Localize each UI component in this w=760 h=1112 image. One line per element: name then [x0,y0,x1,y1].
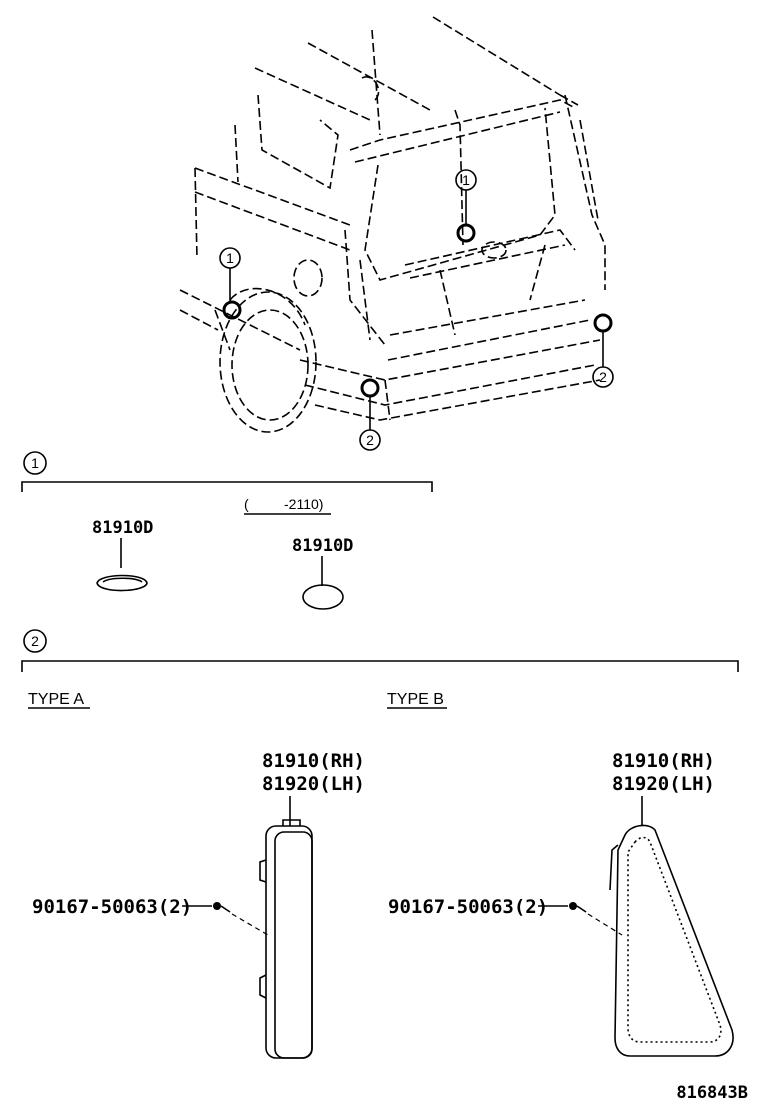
type-a-label: TYPE A [28,691,84,708]
callout-label-2-right: 2 [599,369,607,385]
reflector-bar-type-a [259,819,313,1059]
section-2: 2 TYPE A 81910(RH) 81920(LH) 90167-50063… [21,629,739,1059]
section-1-marker [23,451,47,475]
screw-icon-type-a [213,902,231,913]
callout-label-1-upper: 1 [462,172,470,188]
part-number-right: 81910D [292,536,353,556]
type-a-part-rh: 81910(RH) [262,750,365,772]
location-dot-1-left [222,300,242,320]
section-2-marker-label: 2 [31,633,39,649]
part-number-left: 81910D [92,518,153,538]
vehicle-rear-illustration [179,16,606,433]
section-2-bracket [21,660,739,672]
type-b: TYPE B 81910(RH) 81920(LH) 90167-50063(2… [387,691,734,1057]
reflector-part-right [302,584,344,610]
type-a-screw-part: 90167-50063(2) [32,896,192,918]
type-a-part-lh: 81920(LH) [262,773,365,795]
type-a: TYPE A 81910(RH) 81920(LH) 90167-50063(2… [28,691,365,1059]
screw-icon-type-b [569,902,587,913]
type-b-label: TYPE B [387,691,444,708]
callout-label-2-bottom: 2 [366,432,374,448]
type-b-part-lh: 81920(LH) [612,773,715,795]
reflector-triangle-type-b [609,824,734,1057]
type-b-part-rh: 81910(RH) [612,750,715,772]
callout-circle-2-bottom [359,429,381,451]
location-dot-2-right [593,313,613,333]
callout-circle-2-right [592,366,614,388]
section-2-marker [23,629,47,653]
location-dot-2-bottom [360,378,380,398]
type-b-screw-part: 90167-50063(2) [388,896,548,918]
section-1: 1 ( -2110) 81910D 81910D [21,451,433,610]
range-value: -2110) [284,496,323,512]
location-dot-1-upper [456,223,476,243]
callout-label-1-left: 1 [226,250,234,266]
callout-markers: 1 1 2 2 [219,169,614,451]
section-1-bracket [21,481,433,492]
section-1-marker-label: 1 [31,455,39,471]
illustration-id: 816843B [676,1083,748,1103]
range-open-paren: ( [244,496,249,512]
reflector-part-left [96,574,148,592]
